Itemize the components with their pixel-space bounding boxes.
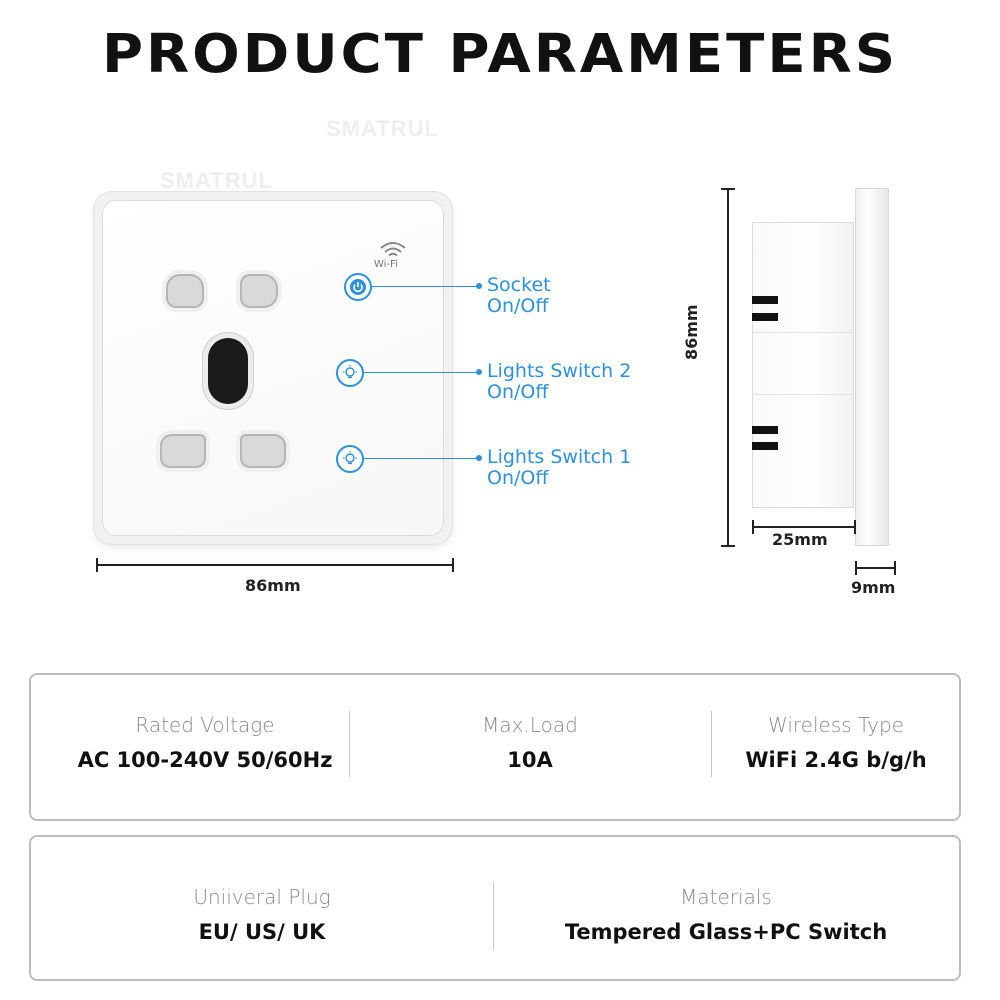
spec-materials: Materials Tempered Glass+PC Switch — [493, 837, 959, 979]
spec-divider — [711, 711, 712, 777]
dimension-tick — [452, 558, 454, 572]
page-title: PRODUCT PARAMETERS — [101, 23, 899, 86]
terminal-pin — [752, 296, 778, 304]
glass-face: Wi-Fi — [102, 200, 444, 536]
socket-hole-bottom-left — [160, 434, 206, 468]
depth-dimension-line — [752, 526, 855, 528]
spec-divider — [493, 883, 494, 949]
callout-title: Lights Switch 2 — [487, 360, 632, 382]
depth-dimension-label: 25mm — [772, 530, 828, 549]
height-dimension-line — [727, 188, 729, 546]
width-dimension-line — [96, 564, 454, 566]
spec-value: EU/ US/ UK — [198, 920, 326, 944]
callout-line-lights-1 — [364, 458, 480, 459]
dimension-tick — [96, 558, 98, 572]
plate-dimension-line — [855, 567, 895, 569]
callout-subtitle: On/Off — [487, 381, 549, 403]
spec-value: WiFi 2.4G b/g/h — [745, 748, 927, 772]
callout-line-lights-2 — [364, 372, 480, 373]
callout-subtitle: On/Off — [487, 295, 549, 317]
callout-line-socket — [372, 286, 480, 287]
spec-max-load: Max.Load 10A — [349, 675, 711, 819]
callout-lights-1: Lights Switch 1 On/Off — [487, 447, 631, 489]
terminal-pin — [752, 442, 778, 450]
side-seam — [752, 394, 854, 395]
dimension-tick — [721, 545, 735, 547]
spec-label: Max.Load — [482, 713, 578, 737]
callout-dot — [476, 369, 482, 375]
watermark-logo: SMATRUL — [326, 116, 439, 141]
lights-switch-1-button[interactable] — [336, 445, 364, 473]
dimension-tick — [752, 520, 754, 534]
dimension-tick — [721, 188, 735, 190]
side-seam — [752, 332, 854, 333]
socket-hole-top-right — [240, 274, 278, 308]
callout-subtitle: On/Off — [487, 467, 549, 489]
spec-wireless-type: Wireless Type WiFi 2.4G b/g/h — [711, 675, 961, 819]
socket-power-button[interactable] — [344, 273, 372, 301]
callout-dot — [476, 283, 482, 289]
spec-divider — [349, 711, 350, 777]
socket-hole-bottom-right — [240, 434, 286, 468]
callout-title: Socket — [487, 274, 551, 296]
wifi-icon — [378, 240, 408, 262]
spec-universal-plug: Uniiveral Plug EU/ US/ UK — [31, 837, 493, 979]
spec-rated-voltage: Rated Voltage AC 100-240V 50/60Hz — [31, 675, 379, 819]
width-dimension-label: 86mm — [245, 576, 301, 595]
dimension-tick — [854, 520, 856, 534]
lights-switch-2-button[interactable] — [336, 359, 364, 387]
spec-label: Materials — [680, 885, 772, 909]
callout-socket: Socket On/Off — [487, 275, 551, 317]
switch-side-body — [752, 222, 854, 508]
socket-hole-top-left — [166, 274, 204, 308]
spec-value: AC 100-240V 50/60Hz — [77, 748, 333, 772]
switch-front-panel: Wi-Fi — [94, 192, 452, 544]
wifi-label: Wi-Fi — [374, 259, 398, 270]
dimension-tick — [855, 561, 857, 575]
watermark-logo: SMATRUL — [160, 168, 273, 193]
spec-label: Uniiveral Plug — [193, 885, 331, 909]
height-dimension-label: 86mm — [682, 304, 701, 360]
spec-value: 10A — [507, 748, 553, 772]
dimension-tick — [894, 561, 896, 575]
callout-dot — [476, 455, 482, 461]
spec-label: Rated Voltage — [135, 713, 275, 737]
spec-value: Tempered Glass+PC Switch — [564, 920, 888, 944]
terminal-pin — [752, 426, 778, 434]
socket-hole-center — [208, 338, 248, 404]
callout-title: Lights Switch 1 — [487, 446, 632, 468]
plate-dimension-label: 9mm — [851, 578, 896, 597]
spec-label: Wireless Type — [768, 713, 904, 737]
terminal-pin — [752, 313, 778, 321]
spec-panel-electrical: Rated Voltage AC 100-240V 50/60Hz Max.Lo… — [29, 673, 961, 821]
callout-lights-2: Lights Switch 2 On/Off — [487, 361, 631, 403]
spec-panel-physical: Uniiveral Plug EU/ US/ UK Materials Temp… — [29, 835, 961, 981]
switch-side-plate — [855, 188, 889, 546]
